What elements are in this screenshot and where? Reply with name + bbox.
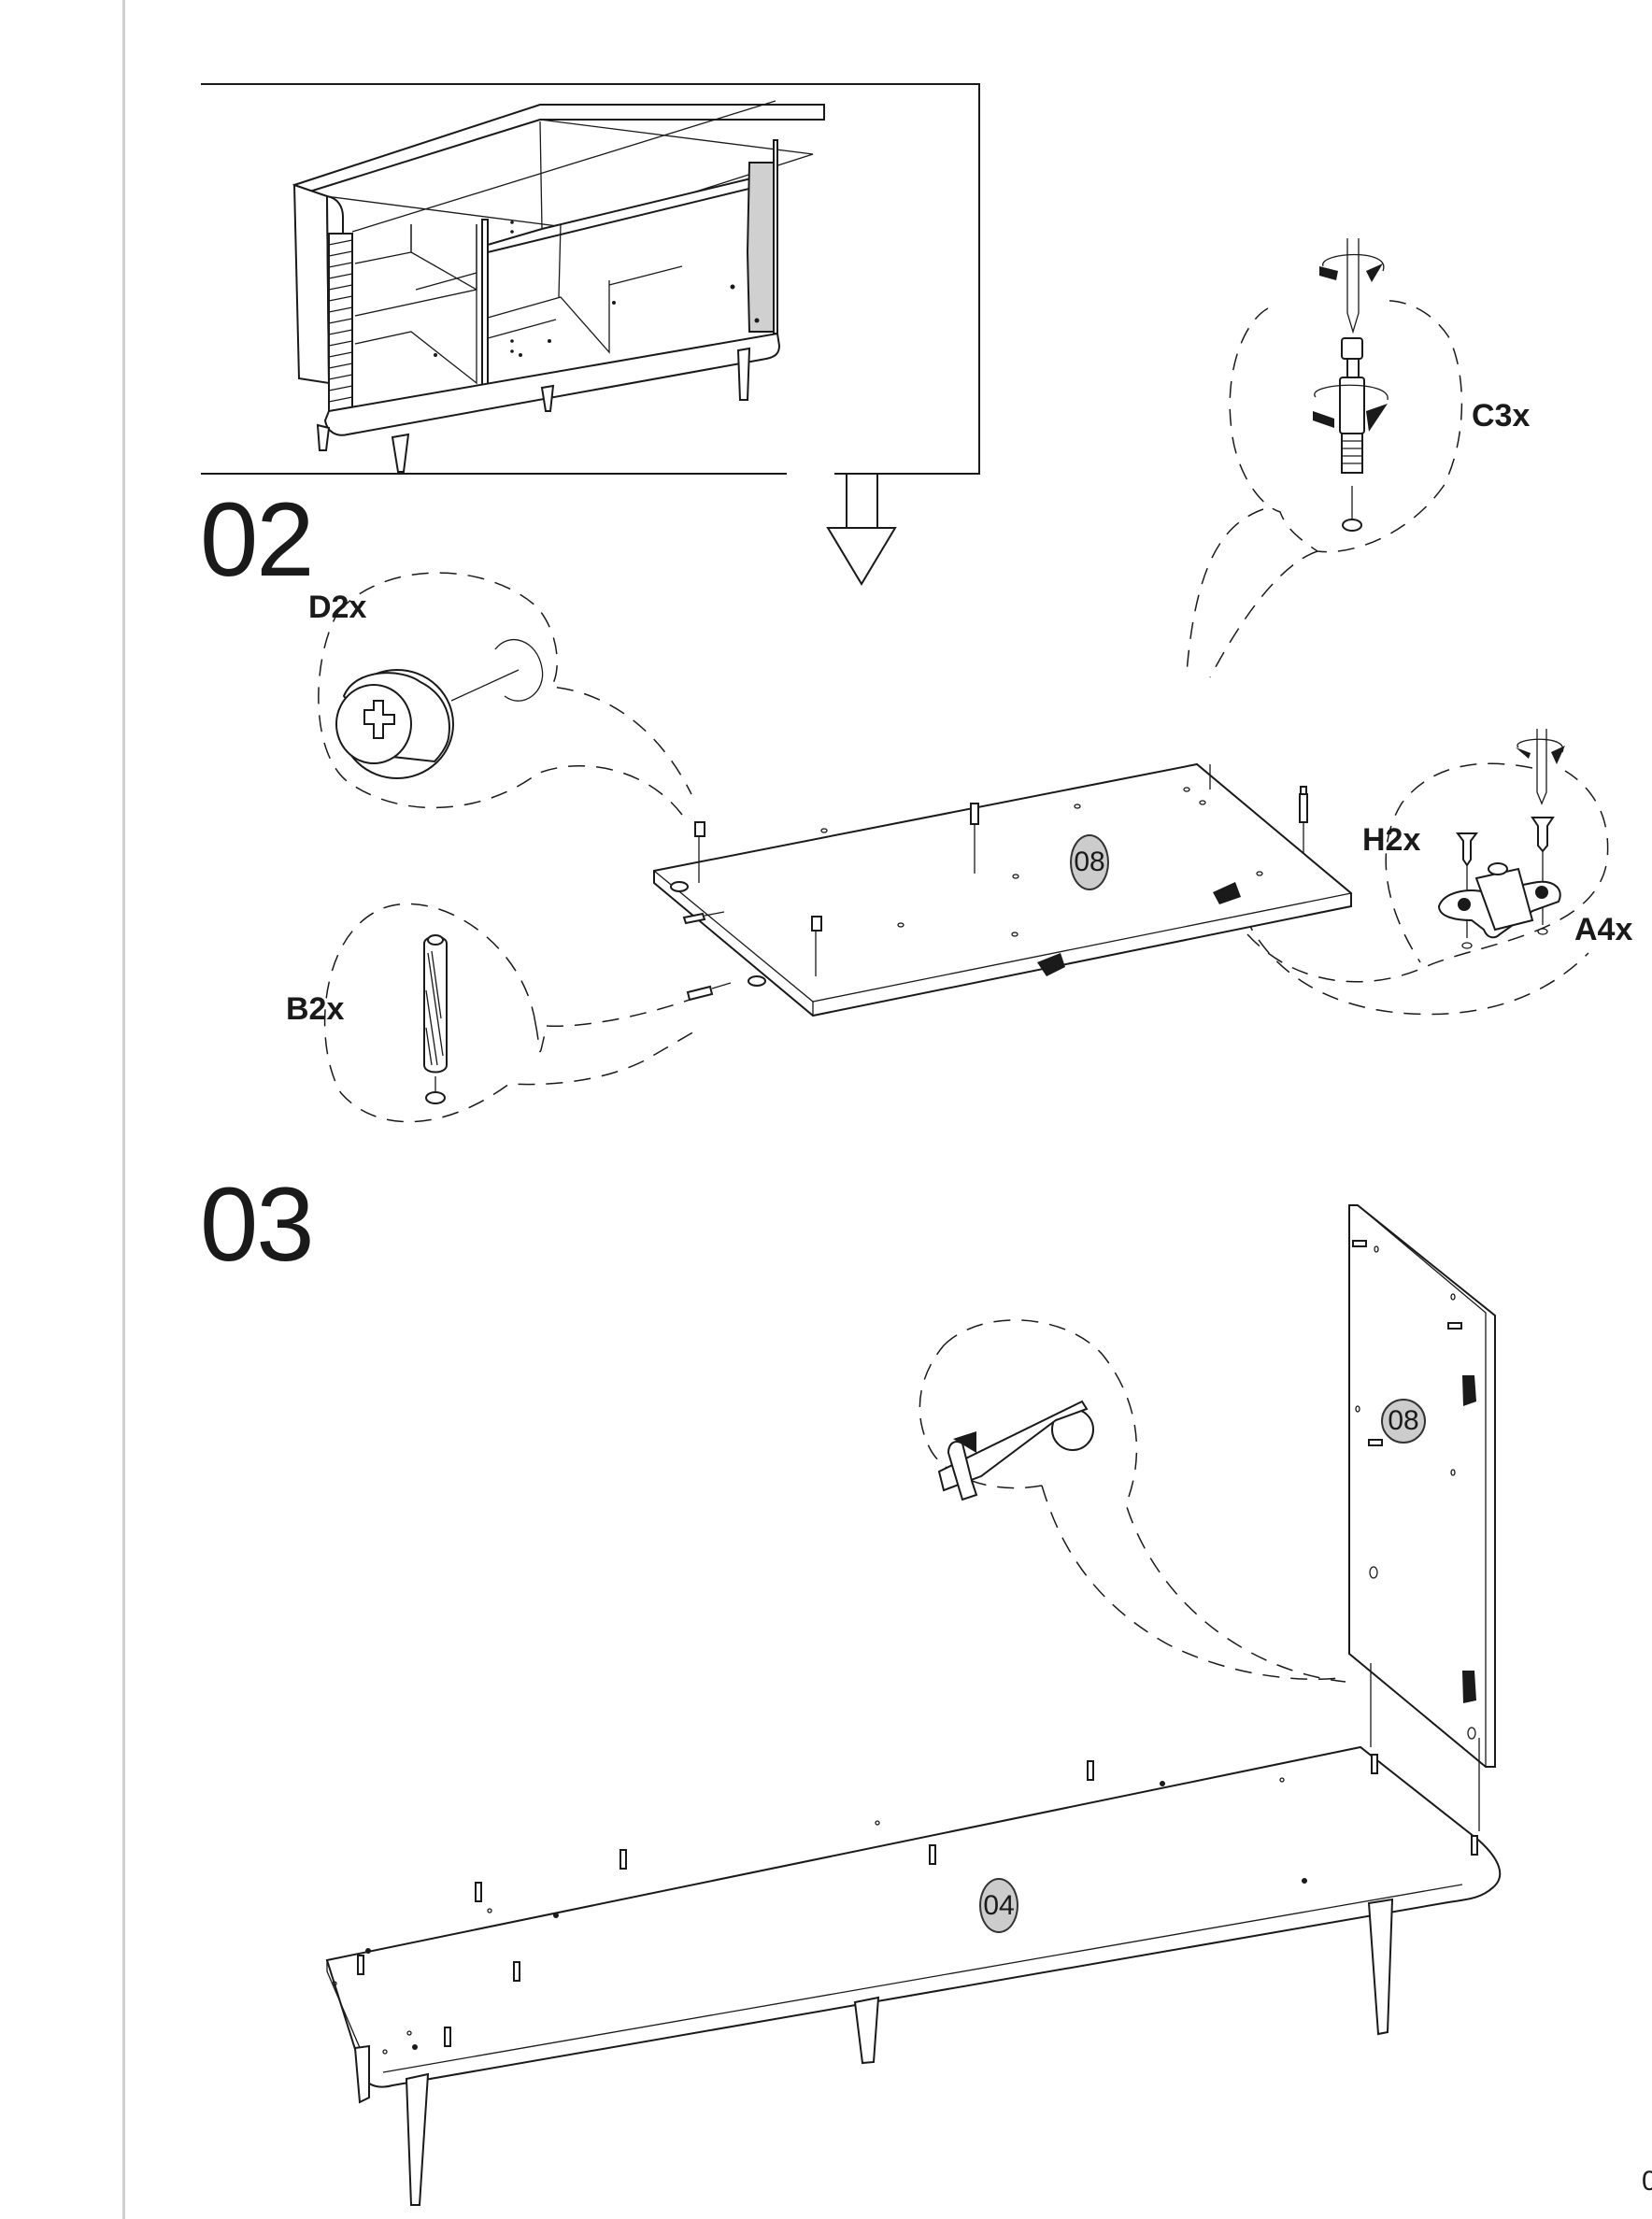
screwdriver-icon (1319, 238, 1385, 334)
part-badge-08-step02: 08 (1070, 834, 1109, 890)
cam-lock-icon (335, 639, 544, 779)
callout-dowel (323, 903, 702, 1123)
callout-cam-bolt (1186, 238, 1463, 678)
step-number-02: 02 (200, 481, 315, 598)
hinge-plate-icon (1437, 862, 1561, 939)
panel-08-upright (1348, 1204, 1496, 1831)
panel-08-flat (653, 762, 1352, 1017)
page-number: 0 (1642, 2166, 1652, 2197)
overview-cabinet (292, 100, 825, 473)
louver-slats (328, 239, 353, 403)
part-badge-04-step03: 04 (979, 1878, 1018, 1933)
page-margin-line (122, 0, 125, 2219)
part-badge-08-step03: 08 (1381, 1399, 1426, 1444)
part-label-h: H2x (1362, 822, 1421, 858)
callout-cam-lock (318, 572, 692, 816)
part-label-c: C3x (1472, 398, 1531, 434)
step-number-03: 03 (200, 1166, 315, 1283)
hinge-screwdriver-icon (1516, 729, 1565, 805)
down-arrow-icon (826, 474, 897, 586)
part-label-d: D2x (308, 590, 367, 625)
part-label-a: A4x (1574, 912, 1633, 947)
cam-bolt-icon (1313, 337, 1389, 532)
allen-key-icon (937, 1400, 1094, 1501)
dowel-icon (423, 934, 448, 1104)
part-label-b: B2x (286, 991, 345, 1027)
callout-hinge (1244, 729, 1609, 1016)
callout-cam-tighten (919, 1319, 1346, 1683)
overview-frame (201, 83, 980, 475)
panel-04-base (325, 1745, 1502, 2206)
